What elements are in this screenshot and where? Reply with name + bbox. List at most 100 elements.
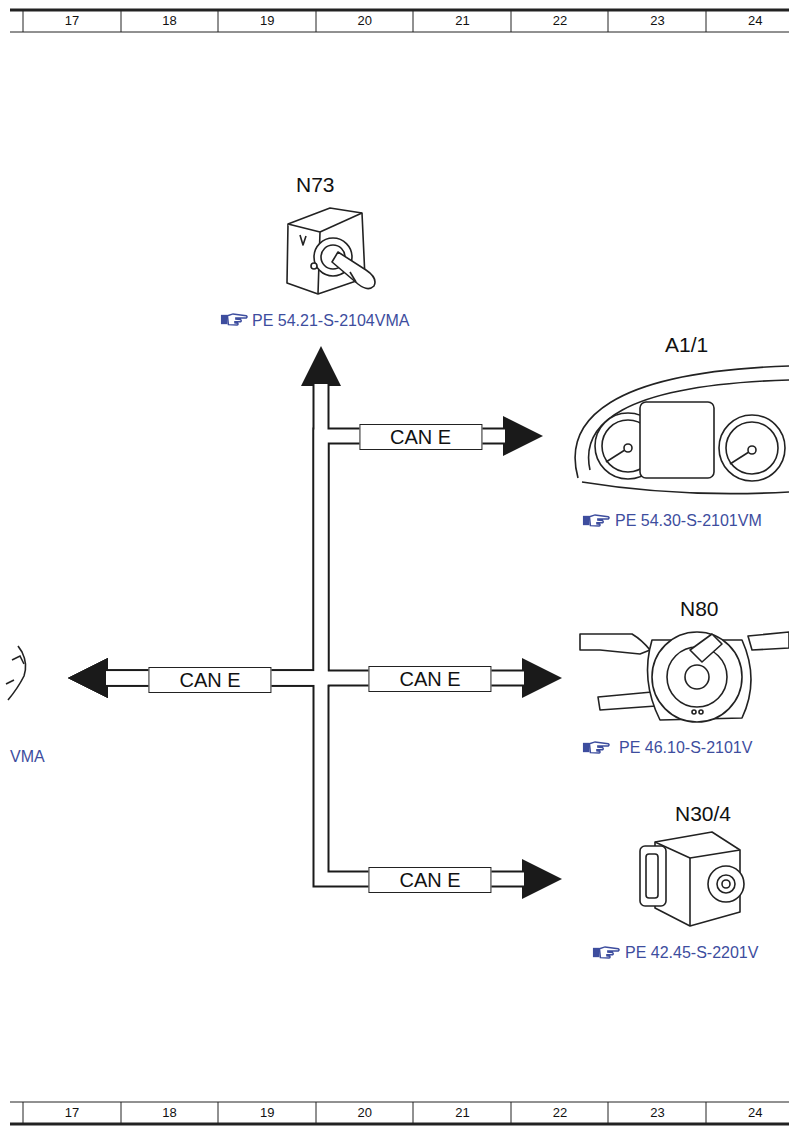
grid-band — [218, 10, 219, 32]
grid-band — [608, 1102, 609, 1124]
esp-control-unit — [708, 866, 744, 902]
grid-number: 17 — [65, 1105, 79, 1121]
grid-band — [218, 1102, 219, 1124]
ignition-switch — [311, 263, 317, 269]
steering-column-module — [685, 665, 709, 689]
grid-band — [121, 1102, 122, 1124]
grid-band — [10, 32, 789, 33]
component-name: N80 — [680, 596, 719, 621]
grid-number: 24 — [748, 1105, 762, 1121]
partial-component — [6, 646, 26, 700]
partial-component — [6, 680, 14, 684]
grid-number: 18 — [162, 13, 176, 29]
grid-band — [10, 1102, 789, 1103]
grid-band — [121, 10, 122, 32]
partial-component — [8, 646, 26, 700]
component-box: N80 PE 46.10-S-2101V — [562, 592, 789, 760]
steering-column-module — [598, 692, 656, 710]
esp-control-unit — [646, 854, 658, 898]
ignition-switch — [300, 235, 306, 245]
bus-line — [107, 385, 321, 678]
reference-hand-icon — [221, 314, 247, 325]
bus-core — [106, 436, 505, 678]
ignition-switch — [332, 252, 375, 289]
grid-number: 17 — [65, 13, 79, 29]
grid-band — [23, 10, 24, 32]
grid-band — [23, 10, 706, 1124]
bus-label: CAN E — [148, 667, 271, 693]
instrument-cluster — [575, 366, 789, 494]
grid-band — [706, 10, 707, 32]
reference-hand-icon — [583, 742, 609, 753]
grid-number: 21 — [455, 1105, 469, 1121]
component-name: N73 — [296, 172, 335, 197]
grid-band — [413, 1102, 414, 1124]
reference-link: PE 42.45-S-2201V — [625, 943, 758, 962]
reference-hand-icon — [593, 947, 619, 958]
steering-column-module — [748, 632, 789, 650]
bus-core — [106, 384, 321, 678]
grid-band — [511, 1102, 512, 1124]
partial-component — [12, 656, 24, 664]
component-box: VMA — [0, 640, 68, 772]
instrument-cluster — [624, 444, 632, 452]
reference-link: VMA — [10, 747, 45, 766]
reference-link: PE 46.10-S-2101V — [619, 738, 752, 757]
steering-column-module — [652, 632, 742, 722]
ignition-switch — [287, 208, 375, 294]
component-name: N30/4 — [675, 801, 731, 826]
grid-number: 20 — [358, 1105, 372, 1121]
steering-column-module — [692, 710, 696, 714]
bus-line — [107, 436, 504, 678]
grid-number: 22 — [553, 13, 567, 29]
grid-number: 21 — [455, 13, 469, 29]
instrument-cluster — [719, 415, 785, 481]
instrument-cluster — [748, 446, 756, 454]
instrument-cluster — [582, 482, 789, 494]
grid-number: 19 — [260, 13, 274, 29]
grid-band — [413, 10, 414, 32]
grid-band — [23, 1102, 24, 1124]
reference-hand-icon — [221, 314, 619, 958]
esp-control-unit — [640, 846, 666, 906]
ignition-switch — [320, 213, 362, 232]
grid-number: 23 — [650, 13, 664, 29]
esp-control-unit — [640, 832, 744, 926]
ignition-switch — [287, 208, 365, 294]
reference-link: PE 54.21-S-2104VMA — [252, 311, 409, 330]
grid-band — [706, 1102, 707, 1124]
component-box: N73 PE 54.21-S-2104VMA — [215, 168, 447, 346]
grid-band — [10, 10, 789, 1124]
bus-core — [106, 678, 524, 879]
steering-column-module — [690, 634, 722, 662]
ignition-switch — [350, 272, 356, 282]
component-name: A1/1 — [665, 332, 708, 357]
component-box: N30/4 PE 42.45-S-2201V — [562, 797, 789, 967]
esp-control-unit — [655, 842, 740, 858]
bus-label: CAN E — [368, 666, 491, 692]
grid-band — [608, 10, 609, 32]
reference-hand-icon — [583, 515, 609, 526]
grid-band — [511, 10, 512, 32]
grid-number: 20 — [358, 13, 372, 29]
bus-label: CAN E — [359, 424, 482, 450]
grid-number: 23 — [650, 1105, 664, 1121]
bus-label: CAN E — [368, 867, 491, 893]
grid-number: 22 — [553, 1105, 567, 1121]
reference-link: PE 54.30-S-2101VM — [615, 511, 762, 530]
steering-column-module — [699, 710, 703, 714]
grid-band — [10, 9, 789, 12]
component-box: A1/1 PE 54.30-S-2101VM — [543, 328, 789, 534]
esp-control-unit — [655, 832, 740, 926]
grid-band — [10, 1123, 789, 1126]
bus-line — [107, 678, 523, 879]
grid-band — [316, 1102, 317, 1124]
instrument-cluster — [640, 402, 714, 478]
steering-column-module — [580, 632, 789, 722]
esp-control-unit — [722, 880, 730, 888]
esp-control-unit — [689, 858, 691, 926]
